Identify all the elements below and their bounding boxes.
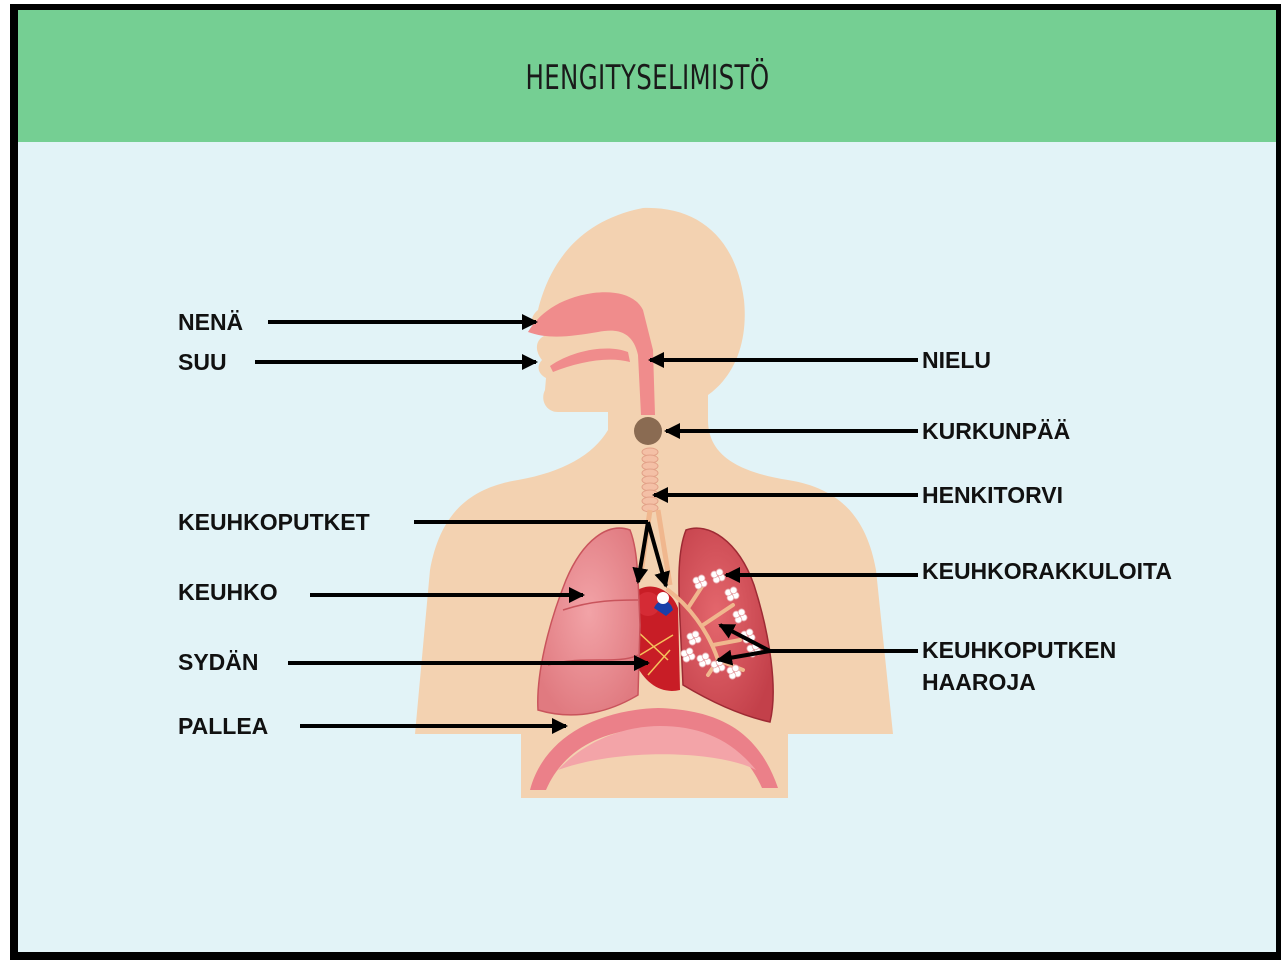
label-keuhkoputken-haaroja-1: KEUHKOPUTKEN: [922, 634, 1116, 666]
alveolus: [746, 629, 753, 636]
alveolus: [730, 587, 737, 594]
label-henkitorvi: HENKITORVI: [922, 479, 1063, 511]
label-keuhko: KEUHKO: [178, 576, 278, 608]
label-keuhkoputken-haaroja-2: HAAROJA: [922, 666, 1036, 698]
label-keuhkorakkuloita: KEUHKORAKKULOITA: [922, 555, 1172, 587]
label-pallea: PALLEA: [178, 710, 268, 742]
label-nielu: NIELU: [922, 344, 991, 376]
alveolus: [698, 575, 705, 582]
label-suu: SUU: [178, 346, 227, 378]
alveolus: [738, 609, 745, 616]
label-keuhkoputket: KEUHKOPUTKET: [178, 506, 370, 538]
respiratory-system-illustration: [18, 10, 1276, 952]
alveolus: [732, 665, 739, 672]
label-sydan: SYDÄN: [178, 646, 259, 678]
trachea: [642, 448, 658, 512]
alveolus: [692, 631, 699, 638]
alveolus: [702, 653, 709, 660]
diagram-frame: HENGITYSELIMISTÖ: [10, 4, 1281, 960]
alveolus: [686, 648, 693, 655]
label-kurkunpaa: KURKUNPÄÄ: [922, 415, 1070, 447]
label-nena: NENÄ: [178, 306, 243, 338]
larynx-shape: [634, 417, 662, 445]
alveolus: [716, 569, 723, 576]
